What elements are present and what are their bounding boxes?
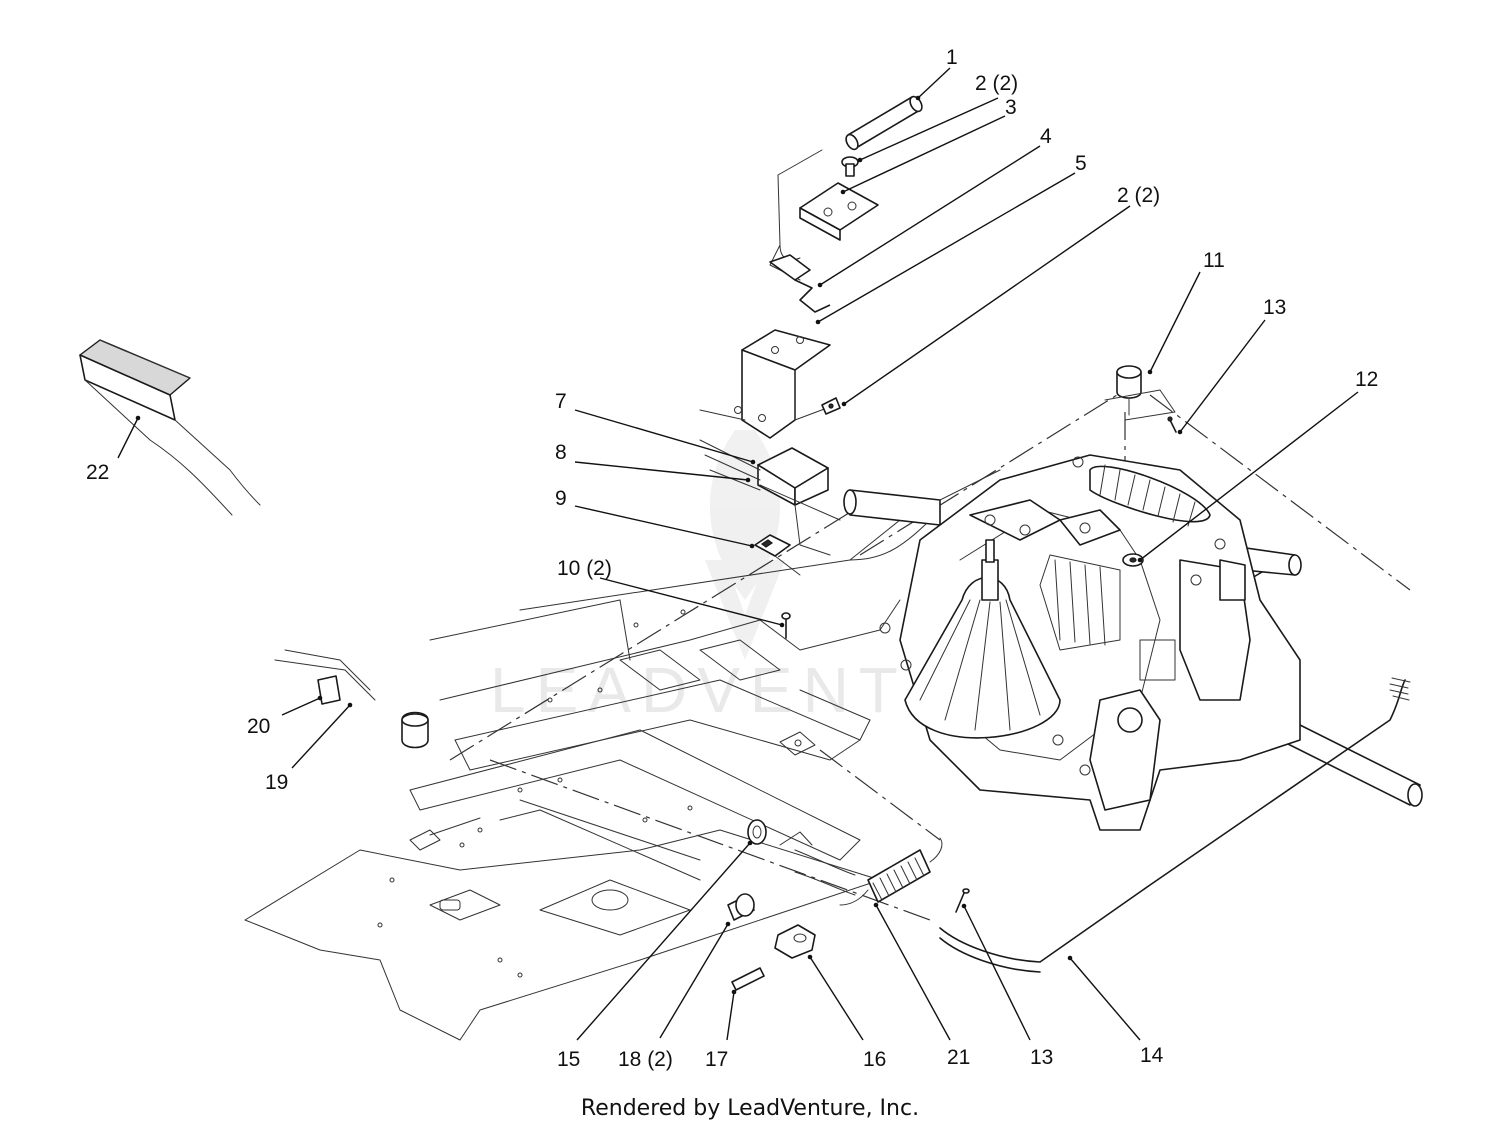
part-3-bracket-plate bbox=[799, 182, 879, 241]
callout-21: 21 bbox=[947, 1046, 970, 1069]
part-1-tube bbox=[845, 95, 923, 151]
transaxle-assembly bbox=[843, 454, 1423, 831]
callout-22: 22 bbox=[86, 461, 109, 484]
part-18-bushing bbox=[727, 893, 755, 921]
part-19-20-linkage bbox=[274, 649, 481, 851]
part-2-bolt-upper bbox=[841, 156, 859, 177]
footer-credit: Rendered by LeadVenture, Inc. bbox=[580, 1096, 920, 1121]
part-4-5-lever-bracket bbox=[699, 254, 836, 439]
callout-19: 19 bbox=[265, 771, 288, 794]
callout-12: 12 bbox=[1355, 368, 1378, 391]
part-14-control-rod bbox=[939, 677, 1411, 973]
callout-7: 7 bbox=[555, 390, 567, 413]
part-22-handle-grip bbox=[79, 339, 261, 516]
frame-chassis bbox=[244, 469, 1001, 1041]
part-13-cotter-pin-upper bbox=[1167, 416, 1177, 433]
part-7-8-switch-bracket bbox=[699, 439, 841, 556]
callout-labels: 1 2 (2) 3 4 5 2 (2) 11 13 12 7 8 9 10 (2… bbox=[86, 46, 1378, 1071]
callout-14: 14 bbox=[1140, 1044, 1164, 1067]
callout-17: 17 bbox=[705, 1048, 728, 1071]
callout-1: 1 bbox=[946, 46, 958, 69]
callout-11: 11 bbox=[1203, 249, 1225, 272]
part-10-screw bbox=[781, 612, 791, 639]
callout-13-lower: 13 bbox=[1030, 1046, 1053, 1069]
transaxle-bellows bbox=[1089, 464, 1211, 527]
callout-9: 9 bbox=[555, 487, 567, 510]
leader-lines bbox=[117, 67, 1359, 1041]
callout-8: 8 bbox=[555, 441, 567, 464]
part-13-cotter-pin-lower bbox=[955, 888, 970, 913]
callout-5: 5 bbox=[1075, 152, 1087, 175]
part-2-bolt-lower bbox=[821, 397, 841, 415]
part-17-pin bbox=[731, 967, 765, 991]
callout-2-lower: 2 (2) bbox=[1117, 184, 1160, 207]
callout-2-upper: 2 (2) bbox=[975, 72, 1018, 95]
callout-15: 15 bbox=[557, 1048, 580, 1071]
part-15-washer bbox=[747, 819, 767, 845]
part-21-spring bbox=[839, 837, 943, 906]
callout-10: 10 (2) bbox=[557, 557, 612, 580]
rod-thread bbox=[1389, 677, 1411, 701]
reference-lines bbox=[449, 389, 1411, 921]
part-11-pivot-cap bbox=[1104, 365, 1176, 421]
part-12-washer bbox=[1122, 553, 1144, 567]
callout-3: 3 bbox=[1005, 96, 1017, 119]
callout-13-upper: 13 bbox=[1263, 296, 1286, 319]
callout-16: 16 bbox=[863, 1048, 886, 1071]
callout-4: 4 bbox=[1040, 125, 1052, 148]
part-16-pivot-block bbox=[774, 831, 856, 959]
callout-20: 20 bbox=[247, 715, 270, 738]
part-9-switch bbox=[754, 534, 801, 576]
callout-18: 18 (2) bbox=[618, 1048, 673, 1071]
